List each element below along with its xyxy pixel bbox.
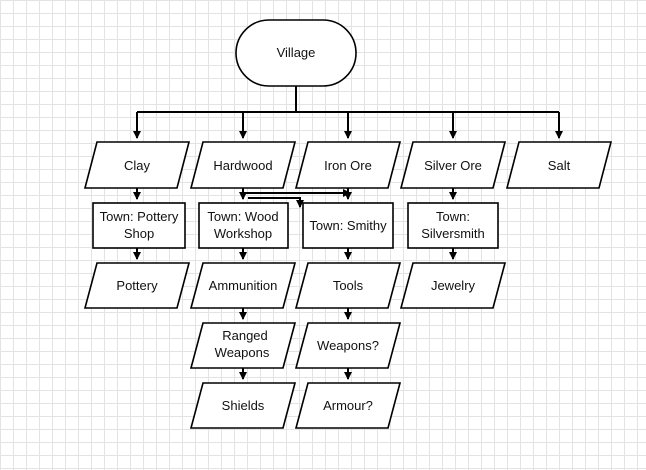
salt-node[interactable] [505,141,613,189]
smithy-node[interactable] [302,202,394,249]
silversmith-label-line2: Silversmith [421,226,485,241]
pottery-shop-label-line1: Town: Pottery [100,209,179,224]
tools-node[interactable] [294,262,402,309]
clay-node[interactable] [83,141,191,189]
iron-ore-node[interactable] [294,141,402,189]
hardwood-node[interactable] [189,141,297,189]
salt-label: Salt [548,158,571,173]
ammunition-label: Ammunition [209,278,278,293]
ranged-weapons-node[interactable] [189,322,297,369]
pottery-shop-label-line2: Shop [124,226,154,241]
village-label: Village [277,45,316,60]
pottery-node[interactable] [83,262,191,309]
weapons-label: Weapons? [317,338,379,353]
hardwood-label: Hardwood [213,158,272,173]
smithy-label: Town: Smithy [309,218,387,233]
ammunition-node[interactable] [189,262,297,309]
pottery-shop-node[interactable] [92,202,186,249]
pottery-label: Pottery [116,278,158,293]
connectors [133,86,563,380]
shapes [83,19,613,429]
labels: Village Clay Hardwood Iron Ore Silver Or… [100,45,571,413]
armour-node[interactable] [294,382,402,429]
wood-workshop-node[interactable] [198,202,289,249]
ranged-weapons-label-line2: Weapons [215,345,270,360]
shields-label: Shields [222,398,265,413]
wood-workshop-label-line2: Workshop [214,226,272,241]
silver-ore-label: Silver Ore [424,158,482,173]
wood-workshop-label-line1: Town: Wood [207,209,278,224]
jewelry-label: Jewelry [431,278,476,293]
ranged-weapons-label-line1: Ranged [222,328,268,343]
tools-label: Tools [333,278,364,293]
village-node[interactable] [235,19,357,87]
arrow-hardwood-to-smithy [248,197,304,208]
iron-ore-label: Iron Ore [324,158,372,173]
weapons-node[interactable] [294,322,402,369]
shields-node[interactable] [189,382,297,429]
silver-ore-node[interactable] [399,141,507,189]
silversmith-label-line1: Town: [436,209,470,224]
armour-label: Armour? [323,398,373,413]
clay-label: Clay [124,158,151,173]
jewelry-node[interactable] [399,262,507,309]
silversmith-node[interactable] [407,202,499,249]
